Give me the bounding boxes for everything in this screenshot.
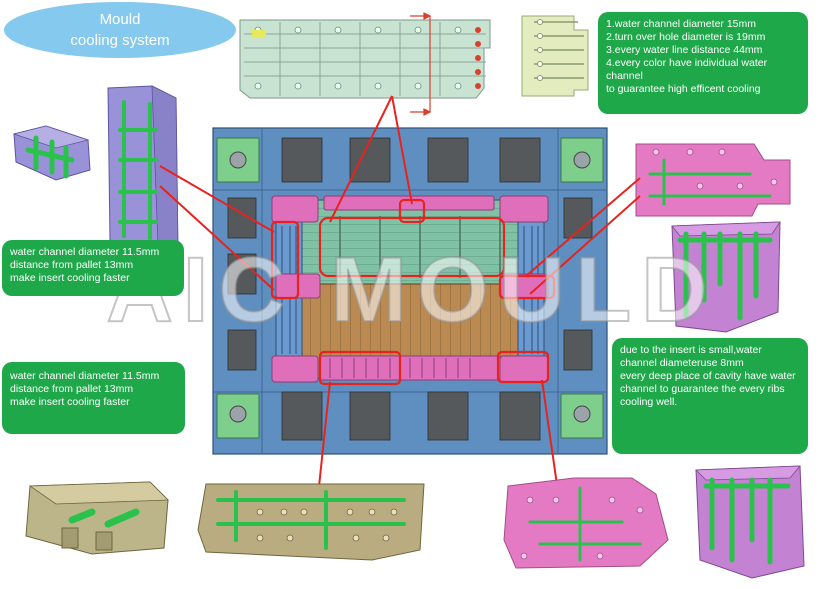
note-right: due to the insert is small,water channel… bbox=[612, 338, 808, 454]
note-left-2-text: water channel diameter 11.5mm distance f… bbox=[10, 370, 160, 408]
note-left-1: water channel diameter 11.5mm distance f… bbox=[2, 240, 184, 296]
right-pink-insert-top bbox=[635, 143, 791, 217]
bottom-center-insert bbox=[197, 483, 425, 561]
bottom-right-3d-insert bbox=[695, 465, 805, 579]
note-top-right-text: 1.water channel diameter 15mm 2.turn ove… bbox=[606, 18, 768, 95]
title-line-2: cooling system bbox=[70, 32, 170, 49]
top-right-insert bbox=[521, 15, 589, 97]
bottom-right-pink-insert bbox=[503, 477, 669, 569]
top-plate-drawing bbox=[239, 12, 491, 116]
note-right-text: due to the insert is small,water channel… bbox=[620, 344, 796, 408]
bottom-left-3d-insert bbox=[25, 481, 169, 555]
note-left-2: water channel diameter 11.5mm distance f… bbox=[2, 362, 185, 434]
title-line-1: Mould bbox=[99, 11, 141, 28]
note-left-1-text: water channel diameter 11.5mm distance f… bbox=[10, 246, 160, 284]
left-3d-block-small bbox=[12, 125, 91, 181]
title-badge: Mould cooling system bbox=[4, 2, 236, 58]
watermark-text: AIC MOULD bbox=[105, 239, 718, 341]
main-mould-plate bbox=[212, 127, 608, 455]
note-top-right: 1.water channel diameter 15mm 2.turn ove… bbox=[598, 12, 808, 114]
right-3d-insert-mid bbox=[671, 221, 781, 333]
